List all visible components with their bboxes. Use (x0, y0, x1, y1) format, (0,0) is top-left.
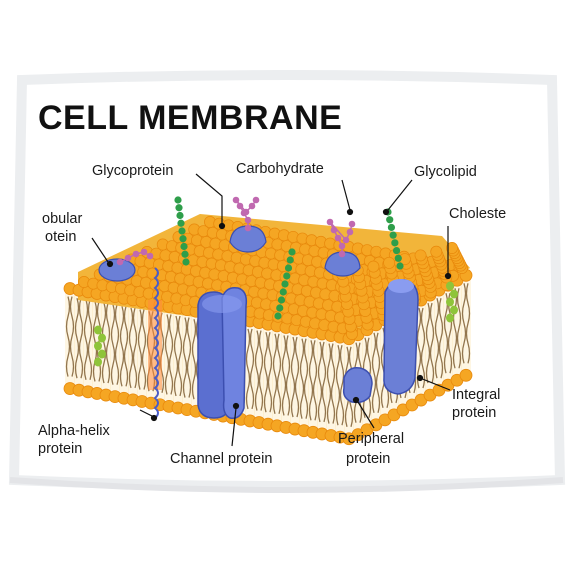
label-cholesterol: Choleste (449, 206, 507, 222)
channel-protein (197, 286, 248, 420)
label-glycoprotein: Glycoprotein (92, 163, 174, 179)
cholesterol-molecules (94, 281, 458, 367)
label-integral-line1: Integral (452, 387, 501, 403)
peripheral-protein (342, 366, 373, 404)
label-peripheral-line1: Peripheral (338, 431, 405, 447)
label-globular-line1: obular (42, 211, 83, 227)
integral-protein (383, 279, 419, 395)
label-globular-line2: otein (45, 229, 77, 245)
label-integral-line2: protein (452, 405, 497, 421)
label-carbohydrate: Carbohydrate (236, 161, 324, 177)
label-channel-protein: Channel protein (170, 451, 273, 467)
label-glycolipid: Glycolipid (414, 164, 477, 180)
label-peripheral-line2: protein (346, 451, 391, 467)
surface-protein (324, 251, 361, 277)
label-alpha-helix-line1: Alpha-helix (38, 423, 110, 439)
label-pointer-lines (91, 173, 452, 447)
pillow-edge-shadow (8, 70, 566, 493)
alpha-helix-protein (148, 267, 162, 419)
diagram-title: CELL MEMBRANE (38, 99, 343, 137)
label-alpha-helix-line2: protein (38, 441, 83, 457)
carbohydrate-chains (116, 196, 356, 266)
lipid-heads-bottom (63, 368, 473, 446)
glycoprotein-body (229, 225, 267, 253)
